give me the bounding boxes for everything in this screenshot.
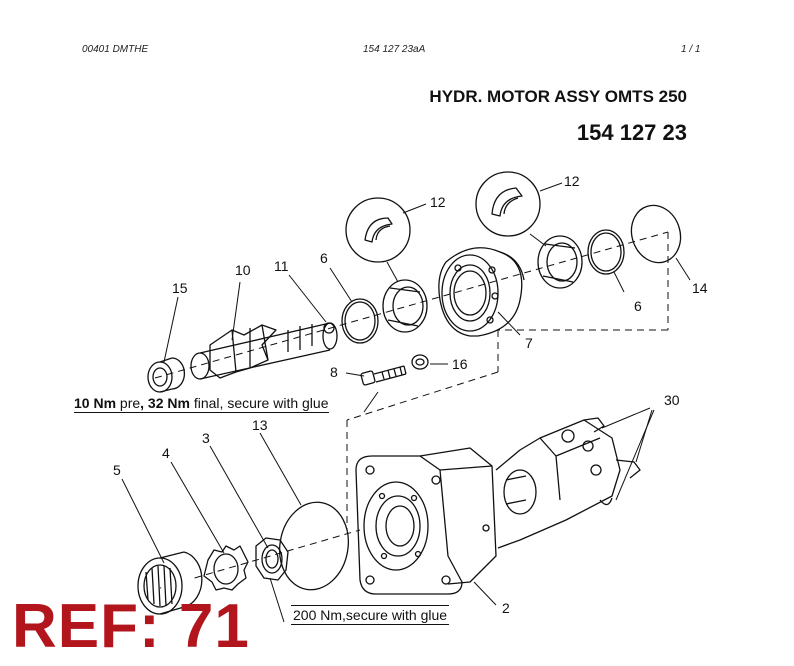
torque-pre-value: 10 Nm xyxy=(74,395,117,411)
drawing-code: 154 127 23aA xyxy=(363,44,426,55)
torque-pre-text: pre xyxy=(116,395,141,411)
callout-10: 10 xyxy=(235,262,251,278)
callout-12b: 12 xyxy=(564,173,580,189)
callout-6a: 6 xyxy=(320,250,328,266)
assembly-axis-lines xyxy=(154,231,669,589)
bearing-5 xyxy=(137,551,203,615)
callout-15: 15 xyxy=(172,280,188,296)
page-number: 1 / 1 xyxy=(681,44,701,55)
callout-7: 7 xyxy=(525,335,533,351)
callout-8: 8 xyxy=(330,364,338,380)
bolt-8 xyxy=(360,365,407,386)
lock-washer-4 xyxy=(203,545,249,591)
torque-final-value: , 32 Nm xyxy=(140,395,190,411)
ball-11 xyxy=(323,322,335,334)
gear-shaft-10 xyxy=(190,322,338,380)
motor-body-2 xyxy=(355,417,641,595)
washer-16 xyxy=(411,354,429,370)
o-ring-13 xyxy=(279,501,349,591)
assembly-title: HYDR. MOTOR ASSY OMTS 250 xyxy=(429,87,687,106)
callout-3: 3 xyxy=(202,430,210,446)
callout-2: 2 xyxy=(502,600,510,616)
seal-15 xyxy=(147,357,185,393)
callout-16: 16 xyxy=(452,356,468,372)
o-ring-14 xyxy=(630,204,682,264)
bushing-detail-12a xyxy=(345,197,411,263)
callout-14: 14 xyxy=(692,280,708,296)
callout-11: 11 xyxy=(274,258,289,274)
callout-6b: 6 xyxy=(634,298,642,314)
torque-note-nut: 200 Nm,secure with glue xyxy=(291,605,450,625)
housing-7 xyxy=(438,247,525,337)
torque-note-bolt: 10 Nm pre, 32 Nm final, secure with glue xyxy=(74,395,329,413)
callout-12a: 12 xyxy=(430,194,446,210)
callout-30: 30 xyxy=(664,392,680,408)
bushing-12b xyxy=(537,235,583,289)
callout-13: 13 xyxy=(252,417,268,433)
callout-5: 5 xyxy=(113,462,121,478)
reference-label: REF: 71 xyxy=(12,592,250,661)
doc-code: 00401 DMTHE xyxy=(82,44,149,55)
bushing-12a xyxy=(382,279,428,333)
nut-3 xyxy=(255,537,289,581)
retaining-ring-6b xyxy=(587,229,625,275)
bushing-detail-12b xyxy=(475,171,541,237)
retaining-ring-6a xyxy=(341,298,379,344)
leader-lines xyxy=(121,182,691,623)
callout-4: 4 xyxy=(162,445,170,461)
assembly-part-number: 154 127 23 xyxy=(576,120,687,145)
torque-final-text: final, secure with glue xyxy=(189,395,329,411)
